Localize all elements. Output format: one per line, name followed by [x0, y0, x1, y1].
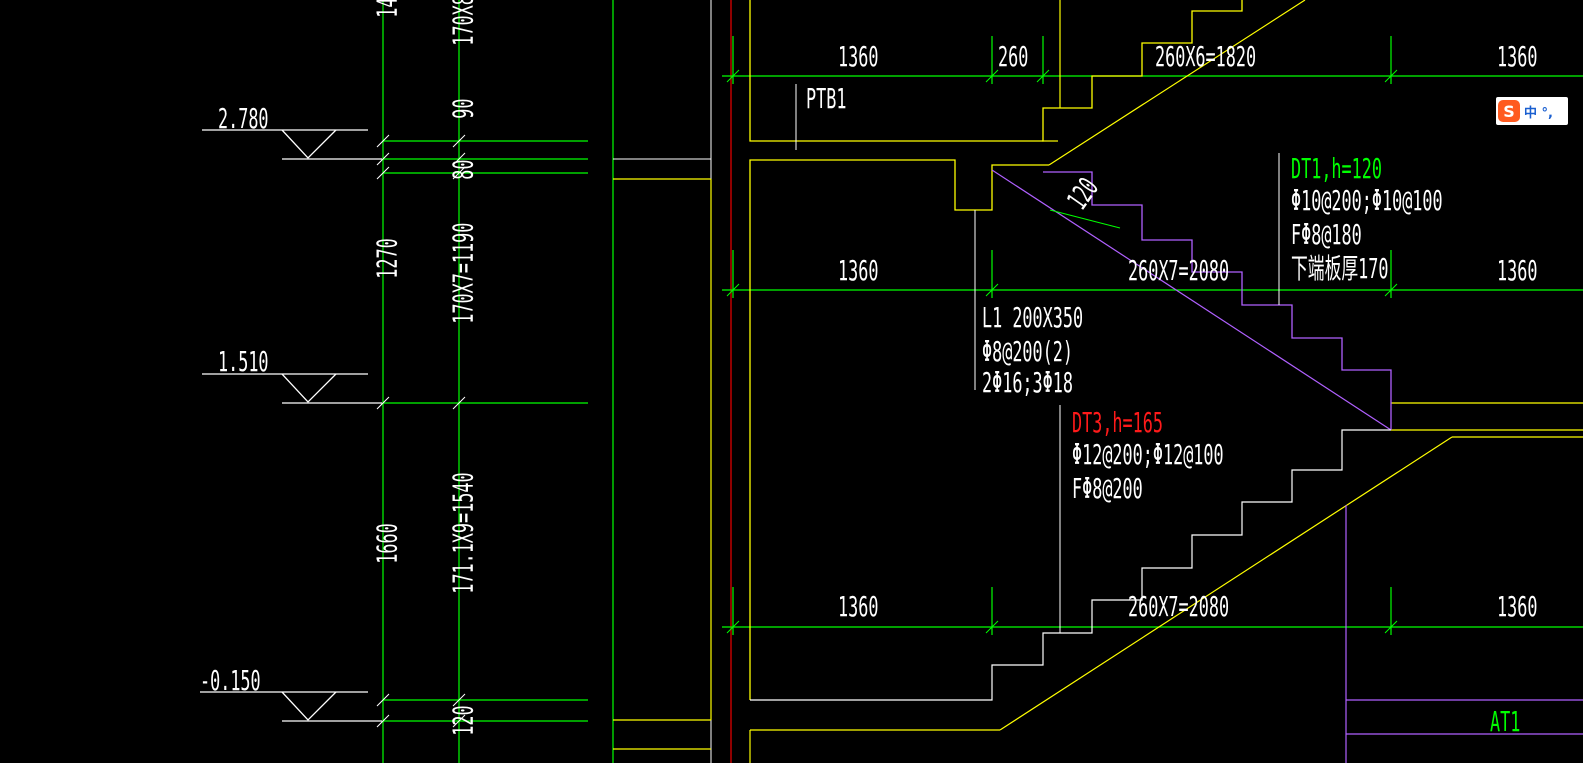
dim-row3-left-1360: 1360: [838, 592, 878, 624]
dim-tick-outer-4: [376, 693, 390, 707]
dim-tick-h2-2: [1384, 283, 1398, 297]
slab-thickness-dim-line: [1049, 209, 1121, 229]
drawing-geometry: [200, 0, 1583, 763]
dim-tick-outer-0: [376, 152, 390, 166]
beam-l1-stirrup: Φ8@200(2): [982, 337, 1073, 369]
stair-dt1-thickness: 下端板厚170: [1291, 254, 1388, 286]
stair-dt1-rebar-dist: FΦ8@180: [1291, 220, 1362, 252]
dim-row1-left-1360: 1360: [838, 42, 878, 74]
dim-tick-h1-2: [1384, 69, 1398, 83]
elevation-marker-top-triangle: [281, 129, 337, 159]
stair-dt1-rebar-main: Φ10@200;Φ10@100: [1291, 186, 1443, 218]
beam-l1-size: L1 200X350: [982, 303, 1083, 335]
stair-dt1-title: DT1,h=120: [1291, 154, 1382, 186]
beam-l1-rebar: 2Φ16;3Φ18: [982, 368, 1073, 400]
elevation-label-middle: 1.510: [218, 347, 269, 379]
landing-mid-outline: [749, 159, 1049, 700]
dim-tick-outer-5: [376, 714, 390, 728]
dim-row2-left-1360: 1360: [838, 256, 878, 288]
dim-row1-steps: 260X6=1820: [1155, 42, 1256, 74]
stair-dt3-rebar-main: Φ12@200;Φ12@100: [1072, 440, 1224, 472]
dim-vertical-171-1x9: 171.1X9=1540: [448, 472, 480, 593]
stair-dt3-steps: [750, 429, 1391, 701]
stair-top-soffit: [1048, 0, 1306, 166]
stair-dt1-soffit: [991, 169, 1392, 431]
dim-vertical-120: 120: [448, 705, 480, 735]
dim-tick-inner-1: [452, 134, 466, 148]
dim-vertical-1450: 1450: [372, 0, 404, 18]
dim-tick-h3-2: [1384, 620, 1398, 634]
dim-row3-steps: 260X7=2080: [1128, 592, 1229, 624]
dim-tick-outer-1: [376, 134, 390, 148]
dim-tick-inner-2: [452, 166, 466, 180]
dim-tick-outer-3: [376, 396, 390, 410]
elevation-marker-middle-triangle: [281, 373, 337, 403]
dim-tick-h1-1: [985, 69, 999, 83]
dim-tick-h1-0: [726, 69, 740, 83]
dim-vertical-80: 80: [448, 160, 480, 180]
elevation-label-bottom: -0.150: [200, 666, 261, 698]
dim-tick-h2-1: [985, 283, 999, 297]
dim-tick-h2-0: [726, 283, 740, 297]
dim-row1-260: 260: [998, 42, 1028, 74]
dim-tick-inner-5: [452, 714, 466, 728]
label-ptb1: PTB1: [806, 84, 846, 116]
dim-tick-inner-4: [452, 693, 466, 707]
dim-vertical-170x7: 170X7=1190: [448, 223, 480, 324]
dim-tick-row1-260: [1036, 69, 1050, 83]
stair-flight-top-outline: [749, 0, 1243, 142]
ime-toolbar[interactable]: S 中 °,: [1496, 97, 1568, 125]
slab-thickness-label: 120: [1062, 173, 1105, 216]
stair-dt3-soffit: [999, 436, 1453, 731]
dim-tick-inner-0: [452, 152, 466, 166]
dim-row2-right-1360: 1360: [1497, 256, 1537, 288]
dim-vertical-1270: 1270: [372, 238, 404, 278]
elevation-label-top: 2.780: [218, 104, 269, 136]
dim-vertical-90: 90: [448, 99, 480, 119]
dim-row2-steps: 260X7=2080: [1128, 256, 1229, 288]
dim-tick-h3-1: [985, 620, 999, 634]
dim-vertical-170x8: 170X8: [448, 0, 480, 46]
elevation-marker-bottom-triangle: [281, 691, 337, 721]
stair-dt3-rebar-dist: FΦ8@200: [1072, 474, 1143, 506]
dim-tick-outer-2: [376, 166, 390, 180]
dim-row3-right-1360: 1360: [1497, 592, 1537, 624]
dim-vertical-1660: 1660: [372, 523, 404, 563]
stair-dt1-steps: [1043, 171, 1392, 430]
label-at1: AT1: [1490, 707, 1520, 739]
dim-row1-right-1360: 1360: [1497, 42, 1537, 74]
ime-mode-text[interactable]: 中 °,: [1524, 105, 1553, 121]
dim-tick-inner-3: [452, 396, 466, 410]
sogou-logo-icon[interactable]: S: [1498, 100, 1520, 122]
stair-dt3-title: DT3,h=165: [1072, 408, 1163, 440]
dim-tick-h3-0: [726, 620, 740, 634]
